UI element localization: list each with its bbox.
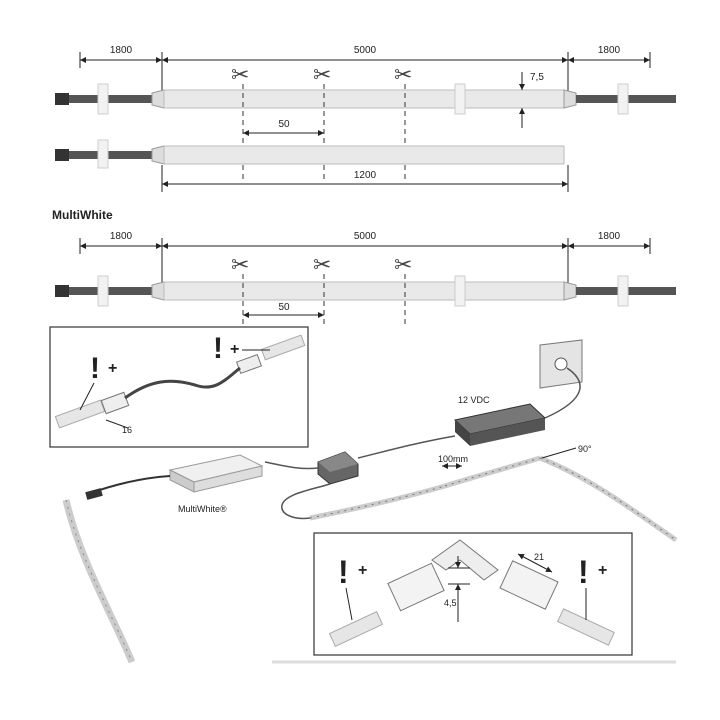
wiring-scene: 12 VDC MultiWhite® 100mm	[62, 339, 678, 664]
controller-icon	[168, 454, 264, 493]
svg-text:✂: ✂	[394, 252, 412, 277]
dim-height-label: 7,5	[530, 72, 544, 83]
spacing-label: 100mm	[438, 454, 468, 464]
warning-icon: !	[578, 554, 589, 590]
inset-connector-1: 16 ! + ! +	[49, 326, 309, 448]
dim-cut-label-2: 50	[278, 302, 290, 313]
svg-text:✂: ✂	[394, 62, 412, 87]
warning-icon: !	[338, 554, 349, 590]
scissors-icon: ✂ ✂ ✂	[231, 62, 412, 87]
power-driver-icon	[453, 403, 547, 446]
warning-icon: !	[90, 352, 100, 385]
inset2-dim-height-label: 4,5	[444, 598, 457, 608]
dim-center-label: 5000	[354, 45, 377, 56]
distributor-icon	[317, 451, 359, 485]
section-title: MultiWhite	[52, 208, 113, 222]
dim-left-label: 1800	[110, 45, 133, 56]
plus-icon: +	[230, 341, 239, 358]
dim-center-label-2: 5000	[354, 231, 377, 242]
plus-icon: +	[358, 562, 367, 579]
scissors-icon: ✂ ✂ ✂	[231, 252, 412, 277]
dim-short-label: 1200	[354, 170, 377, 181]
dimension-top-2	[79, 238, 651, 286]
plus-icon: +	[108, 360, 117, 377]
svg-text:✂: ✂	[231, 252, 249, 277]
dimension-short	[161, 165, 569, 192]
diagram-2: MultiWhite 1800 5000 1800 ✂ ✂ ✂	[52, 208, 676, 324]
warning-icon: !	[213, 332, 223, 365]
svg-text:✂: ✂	[231, 62, 249, 87]
led-strip-long	[55, 83, 676, 115]
driver-label: 12 VDC	[458, 395, 490, 405]
inset2-dimension-height	[448, 556, 470, 622]
wall-socket-icon	[539, 339, 583, 389]
svg-text:✂: ✂	[313, 252, 331, 277]
angle-label: 90°	[578, 444, 592, 454]
inset1-dim-label: 16	[122, 425, 132, 435]
controller-label: MultiWhite®	[178, 504, 227, 514]
dim-right-label-2: 1800	[598, 231, 621, 242]
inset2-dim-width-label: 21	[534, 552, 544, 562]
led-strip-multiwhite	[55, 275, 676, 307]
diagram-1: 1800 5000 1800 7,5 ✂ ✂ ✂	[55, 45, 676, 192]
dim-right-label: 1800	[598, 45, 621, 56]
dim-left-label-2: 1800	[110, 231, 133, 242]
plus-icon: +	[598, 562, 607, 579]
svg-text:✂: ✂	[313, 62, 331, 87]
dim-cut-label: 50	[278, 119, 290, 130]
led-strip-short	[55, 139, 565, 169]
inset-connector-2: 4,5 21 ! + ! +	[313, 532, 633, 656]
dimension-top	[79, 52, 651, 100]
